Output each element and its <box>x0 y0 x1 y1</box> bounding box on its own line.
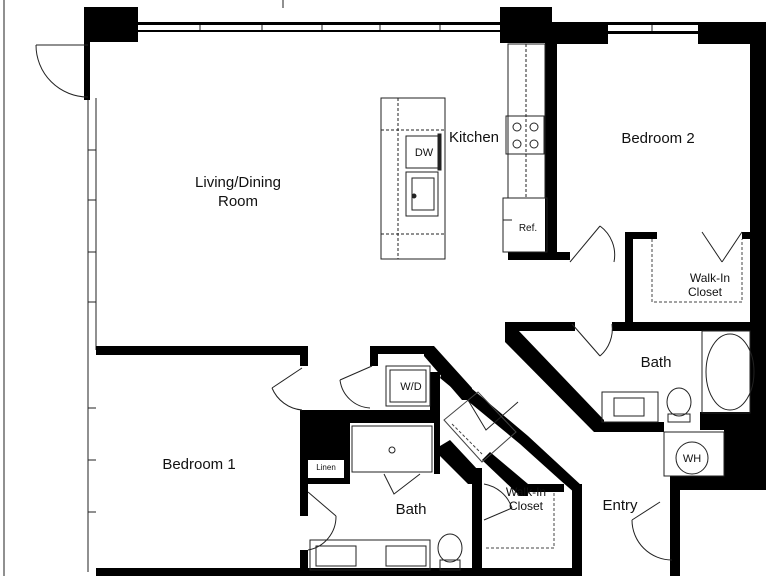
exterior-lines <box>3 0 284 576</box>
left-window <box>88 149 96 513</box>
living-dining-label-line1: Living/Dining <box>195 174 281 191</box>
kitchen-label: Kitchen <box>449 129 499 146</box>
doors <box>35 44 743 561</box>
refrigerator-label: Ref. <box>519 223 537 234</box>
kitchen-counter <box>502 43 548 253</box>
bath-upper-label: Bath <box>641 354 672 371</box>
kitchen-island <box>380 97 446 260</box>
washer-dryer-label: W/D <box>400 381 421 393</box>
hall-closet <box>443 391 517 463</box>
upper-bath-fixtures <box>601 330 755 423</box>
bath-lower-label: Bath <box>396 501 427 518</box>
walkin-closet2-label-line1: Walk-In <box>506 485 546 499</box>
water-heater-label: WH <box>683 453 701 465</box>
bedroom2-label: Bedroom 2 <box>621 130 694 147</box>
bedroom1-label: Bedroom 1 <box>162 456 235 473</box>
walkin-closet1-label-line1: Walk-In <box>690 271 730 285</box>
dishwasher-label: DW <box>415 147 434 159</box>
lower-bath-fixtures <box>309 425 463 571</box>
walkin-closet1-label-line2: Closet <box>688 285 723 299</box>
linen-label: Linen <box>316 463 336 472</box>
walkin-closet2-label-line2: Closet <box>509 499 544 513</box>
water-heater <box>663 431 725 477</box>
laundry <box>385 365 431 407</box>
top-window <box>199 25 653 31</box>
walls <box>84 7 766 576</box>
living-dining-label-line2: Room <box>218 193 258 210</box>
closet1-shelves <box>651 239 743 303</box>
closet2-shelves <box>486 492 555 549</box>
entry-label: Entry <box>602 497 638 514</box>
